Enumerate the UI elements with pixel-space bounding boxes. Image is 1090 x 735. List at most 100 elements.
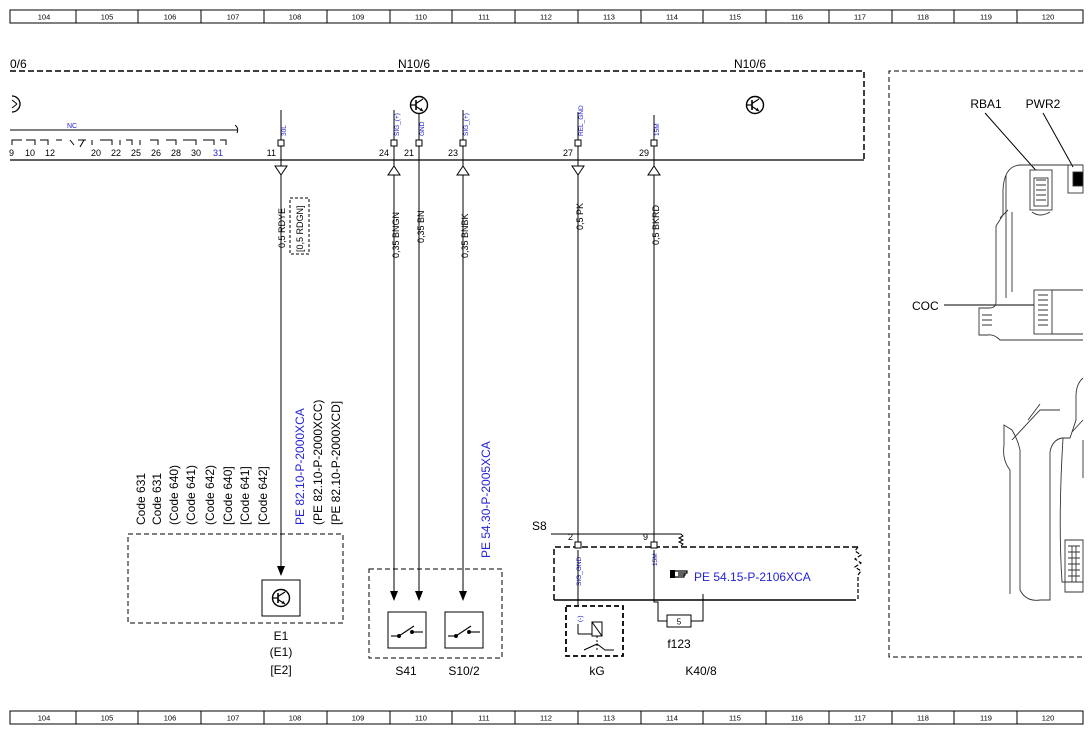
transistor-icon xyxy=(409,95,429,115)
pin-23-wire: 0,35 BNBK xyxy=(460,213,470,258)
pin-29-wire: 0,5 BKRD xyxy=(651,204,661,245)
e1-label-alt: (E1) xyxy=(270,645,293,659)
ruler-bottom-104: 104 xyxy=(38,714,51,723)
pin-11-connection: 30L 11 0,5 RDYE [0,5 RDGN] xyxy=(267,110,310,576)
pin-24-wire: 0,35 BNGN xyxy=(391,212,401,258)
s8-label: S8 xyxy=(532,519,547,533)
relay-pin-2: 2 xyxy=(568,532,573,542)
ruler-bottom-116: 116 xyxy=(791,714,803,723)
coc-label: COC xyxy=(912,299,939,313)
ruler-top-114: 114 xyxy=(666,13,678,22)
ruler-bottom-114: 114 xyxy=(666,714,678,723)
ruler-bottom-115: 115 xyxy=(729,714,741,723)
ruler-top-107: 107 xyxy=(227,13,240,22)
pin-24-signal: SIG_(+) xyxy=(394,113,401,136)
pin-25: 25 xyxy=(131,148,141,158)
ruler-top-120: 120 xyxy=(1042,13,1055,22)
e1-code-3: (Code 641) xyxy=(184,465,198,525)
switch-s10-2-icon xyxy=(444,611,484,649)
ruler-top-104: 104 xyxy=(38,13,51,22)
fuse-label: f123 xyxy=(667,637,691,651)
pin-29-signal: 15M xyxy=(654,123,661,136)
pin-24-connection: SIG_(+) 24 0,35 BNGN xyxy=(379,110,401,601)
ruler-top-113: 113 xyxy=(603,13,615,22)
ruler-top-110: 110 xyxy=(415,13,427,22)
pin-21-number: 21 xyxy=(404,148,414,158)
pin-11-signal: 30L xyxy=(281,125,288,136)
ruler-bottom-120: 120 xyxy=(1042,714,1055,723)
ruler-bottom-117: 117 xyxy=(854,714,866,723)
location-panel: RBA1 PWR2 COC xyxy=(888,70,1084,658)
ruler-bottom: 104 105 106 107 108 109 110 111 112 113 … xyxy=(9,710,1084,725)
ruler-top-106: 106 xyxy=(164,13,177,22)
ruler-top-108: 108 xyxy=(289,13,302,22)
ruler-bottom-110: 110 xyxy=(415,714,427,723)
e1-ref-main[interactable]: PE 82.10-P-2000XCA xyxy=(293,408,307,525)
switch-s41-label: S41 xyxy=(395,664,417,678)
pin-11-alt-wire: [0,5 RDGN] xyxy=(295,205,305,252)
ruler-top-118: 118 xyxy=(917,13,929,22)
e1-ref-alt-2: [PE 82.10-P-2000XCD] xyxy=(329,401,343,525)
pin-11-wire: 0,5 RDYE xyxy=(277,208,287,248)
ruler-bottom-109: 109 xyxy=(352,714,365,723)
e1-code-2: (Code 640) xyxy=(167,465,181,525)
ruler-bottom-106: 106 xyxy=(164,714,177,723)
pin-29-connection: 15M 29 0,5 BKRD xyxy=(639,115,661,542)
ruler-bottom-113: 113 xyxy=(603,714,615,723)
module-housing-drawing xyxy=(978,164,1084,341)
pin-20: 20 xyxy=(91,148,101,158)
ruler-top-119: 119 xyxy=(980,13,992,22)
ruler-top-112: 112 xyxy=(540,13,552,22)
pin-27-connection: REL_GND 27 0,5 PK xyxy=(563,105,585,542)
pin-12: 12 xyxy=(45,148,55,158)
e1-code-6: [Code 641] xyxy=(238,466,252,525)
e1-ref-alt-1: (PE 82.10-P-2000XCC) xyxy=(311,400,325,525)
relay-kg-label: kG xyxy=(589,664,604,678)
e1-code-5: [Code 640] xyxy=(221,466,235,525)
pin-23-signal: SIG_(+) xyxy=(463,113,470,136)
ruler-top-115: 115 xyxy=(729,13,741,22)
ruler-bottom-108: 108 xyxy=(289,714,302,723)
pin-9: 9 xyxy=(9,148,14,158)
pin-21-wire: 0,35 BN xyxy=(416,210,426,243)
transistor-icon xyxy=(745,95,765,115)
relay-ref[interactable]: PE 54.15-P-2106XCA xyxy=(694,570,811,584)
ruler-top-117: 117 xyxy=(854,13,866,22)
pin-30: 30 xyxy=(191,148,201,158)
relay-sig-gnd: SIG_GND xyxy=(576,556,583,586)
e1-transistor-icon xyxy=(271,588,291,608)
switch-ref[interactable]: PE 54.30-P-2005XCA xyxy=(479,441,493,558)
ruler-bottom-119: 119 xyxy=(980,714,992,723)
e1-code-7: [Code 642] xyxy=(256,466,270,525)
hand-pointer-icon xyxy=(670,570,688,578)
rba1-label: RBA1 xyxy=(970,97,1002,111)
ruler-bottom-107: 107 xyxy=(227,714,240,723)
fuse-value: 5 xyxy=(677,618,682,627)
e1-code-0: Code 631 xyxy=(134,473,148,525)
module-label-right: N10/6 xyxy=(734,57,766,71)
e1-component: Code 631 Code 631 (Code 640) (Code 641) … xyxy=(127,400,344,677)
ruler-top-111: 111 xyxy=(478,13,489,22)
pin-29-number: 29 xyxy=(639,148,649,158)
e1-code-4: (Code 642) xyxy=(203,465,217,525)
ruler-top-116: 116 xyxy=(791,13,803,22)
nc-label: NC xyxy=(67,123,77,130)
e1-label: E1 xyxy=(274,629,289,643)
ruler-bottom-118: 118 xyxy=(917,714,929,723)
switch-s10-2-label: S10/2 xyxy=(448,664,480,678)
relay-15m: 15M xyxy=(652,553,659,566)
pin-21-connection: GND 21 0,35 BN xyxy=(404,114,426,601)
ruler-top-109: 109 xyxy=(352,13,365,22)
pin-11-number: 11 xyxy=(267,148,276,158)
relay-k40-8-label: K40/8 xyxy=(685,664,717,678)
ruler-top: 104 105 106 107 108 109 110 111 112 113 … xyxy=(9,9,1084,24)
relay-minus: (-) xyxy=(577,616,584,623)
relay-k40-8: S8 2 9 SIG_GND 15M PE 54.15-P-2106XCA (-… xyxy=(532,519,863,678)
e1-code-1: Code 631 xyxy=(150,473,164,525)
transistor-partial-icon xyxy=(11,95,21,113)
switch-group: PE 54.30-P-2005XCA S41 S10/2 xyxy=(368,441,503,678)
pwr2-label: PWR2 xyxy=(1026,97,1061,111)
ruler-bottom-105: 105 xyxy=(101,714,114,723)
relay-pin-9: 9 xyxy=(643,532,648,542)
pin-21-signal: GND xyxy=(419,121,426,136)
